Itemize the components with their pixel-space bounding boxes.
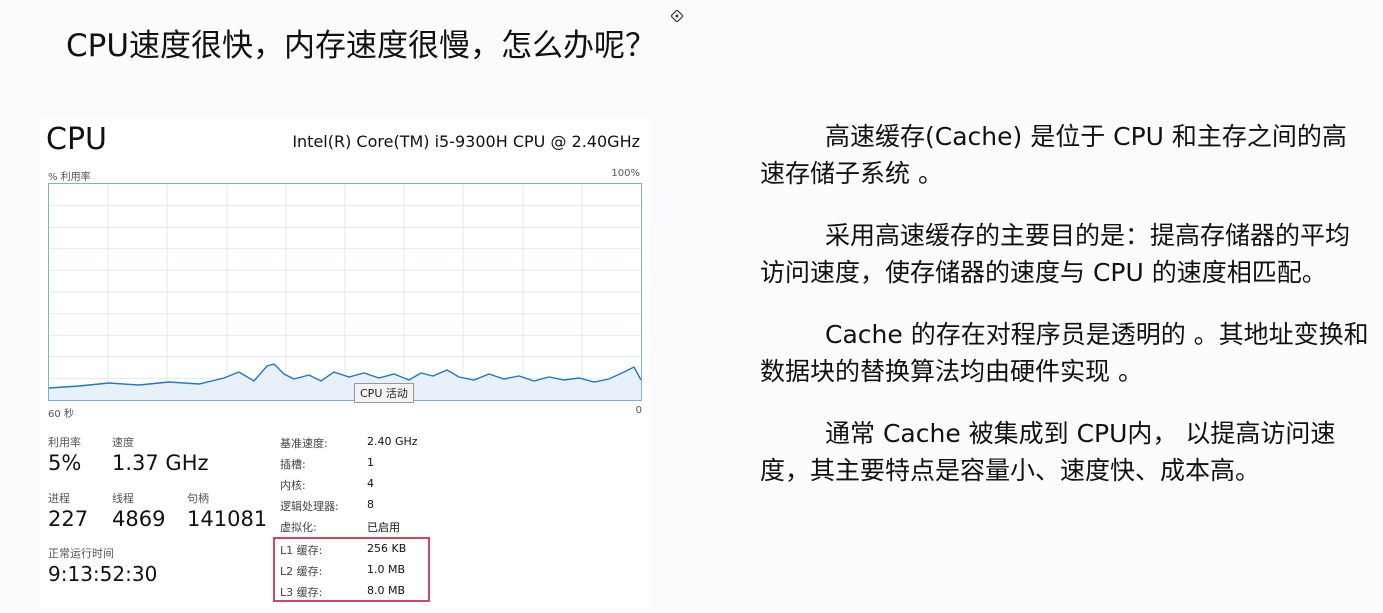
- cache-explanation: 高速缓存(Cache) 是位于 CPU 和主存之间的高速存储子系统 。 采用高速…: [760, 118, 1370, 514]
- time-zero-label: 0: [635, 405, 642, 416]
- threads-label: 线程: [112, 492, 134, 505]
- utilization-value: 5%: [48, 451, 82, 475]
- spec-logical-processors-label: 逻辑处理器:: [280, 500, 339, 513]
- spec-l3-cache-label: L3 缓存:: [280, 586, 323, 599]
- handles-label: 句柄: [187, 492, 209, 505]
- spec-cores-value: 4: [367, 477, 374, 490]
- paragraph-cache-transparency: Cache 的存在对程序员是透明的 。其地址变换和数据块的替换算法均由硬件实现 …: [760, 320, 1369, 386]
- speed-value: 1.37 GHz: [112, 451, 209, 475]
- paragraph-cache-definition: 高速缓存(Cache) 是位于 CPU 和主存之间的高速存储子系统 。: [760, 122, 1347, 188]
- utilization-axis-label: % 利用率: [48, 172, 91, 183]
- spec-l2-cache-value: 1.0 MB: [367, 563, 406, 576]
- cpu-model-name: Intel(R) Core(TM) i5-9300H CPU @ 2.40GHz: [292, 132, 640, 151]
- speed-label: 速度: [112, 436, 134, 449]
- handles-value: 141081: [187, 507, 268, 531]
- cursor-icon: [671, 10, 683, 22]
- time-window-label: 60 秒: [48, 409, 74, 420]
- spec-l1-cache-value: 256 KB: [367, 542, 407, 555]
- slide-title: CPU速度很快，内存速度很慢，怎么办呢？: [66, 28, 657, 64]
- max-utilization-label: 100%: [611, 168, 640, 179]
- spec-virtualization-value: 已启用: [367, 521, 400, 534]
- cpu-usage-graph: [48, 183, 642, 401]
- processes-value: 227: [48, 507, 89, 531]
- spec-base-speed-value: 2.40 GHz: [367, 435, 418, 448]
- paragraph-cache-features: 通常 Cache 被集成到 CPU内， 以提高访问速度，其主要特点是容量小、速度…: [760, 419, 1336, 485]
- graph-grid: [49, 184, 641, 400]
- uptime-label: 正常运行时间: [48, 547, 114, 560]
- cpu-usage-svg: [49, 184, 641, 400]
- cpu-usage-line: [49, 363, 641, 389]
- spec-logical-processors-value: 8: [367, 498, 374, 511]
- spec-l2-cache-label: L2 缓存:: [280, 565, 323, 578]
- spec-cores-label: 内核:: [280, 479, 306, 492]
- spec-sockets-label: 插槽:: [280, 458, 306, 471]
- spec-virtualization-label: 虚拟化:: [280, 521, 317, 534]
- cpu-activity-tooltip: CPU 活动: [354, 383, 414, 403]
- spec-sockets-value: 1: [367, 456, 374, 469]
- spec-base-speed-label: 基准速度:: [280, 437, 328, 450]
- spec-l1-cache-label: L1 缓存:: [280, 544, 323, 557]
- threads-value: 4869: [112, 507, 166, 531]
- cache-highlight-box: [273, 537, 430, 602]
- task-manager-cpu-panel: CPU Intel(R) Core(TM) i5-9300H CPU @ 2.4…: [40, 118, 650, 608]
- uptime-value: 9:13:52:30: [48, 562, 158, 586]
- cpu-usage-area: [49, 364, 641, 400]
- cpu-heading: CPU: [46, 122, 107, 157]
- processes-label: 进程: [48, 492, 70, 505]
- spec-l3-cache-value: 8.0 MB: [367, 584, 406, 597]
- paragraph-cache-purpose: 采用高速缓存的主要目的是：提高存储器的平均访问速度，使存储器的速度与 CPU 的…: [760, 221, 1351, 287]
- utilization-label: 利用率: [48, 436, 81, 449]
